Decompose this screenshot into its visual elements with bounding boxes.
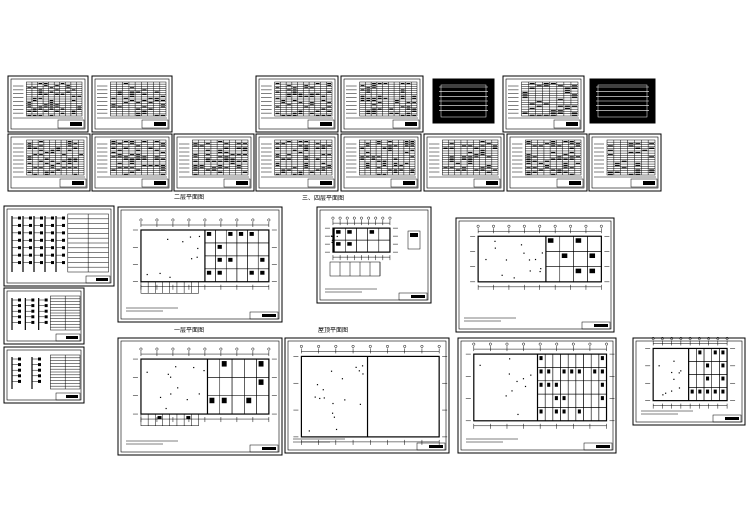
plan-title-third-fourth-floor: 三、四层平面图 — [302, 195, 345, 202]
sheet-schedule-1 — [7, 75, 89, 133]
sheet-system-diagram-3 — [3, 346, 85, 404]
sheet-schedule-5 — [502, 75, 585, 133]
sheet-schedule-6 — [7, 133, 91, 192]
plan-title-roof-floor: 屋顶平面图 — [318, 327, 349, 334]
sheet-detail-plan — [632, 336, 746, 426]
sheet-legend-dark-1 — [432, 78, 495, 124]
sheet-roof-floor-plan — [284, 337, 450, 454]
sheet-schedule-4 — [340, 75, 424, 133]
plan-title-second-floor: 二层平面图 — [174, 194, 205, 201]
sheet-first-floor-plan — [117, 337, 283, 456]
sheet-system-diagram-1 — [3, 205, 115, 287]
sheet-schedule-7 — [91, 133, 173, 192]
sheet-schedule-10 — [340, 133, 422, 192]
sheet-schedule-9 — [255, 133, 339, 192]
sheet-schedule-11 — [423, 133, 505, 192]
sheet-lighting-plan-upper — [455, 217, 615, 333]
sheet-schedule-2 — [91, 75, 173, 133]
sheet-legend-dark-2 — [589, 78, 656, 124]
sheet-second-floor-plan — [117, 206, 283, 323]
sheet-schedule-12 — [506, 133, 588, 192]
sheet-schedule-8 — [173, 133, 255, 192]
plan-title-first-floor: 一层平面图 — [174, 327, 205, 334]
sheet-schedule-13 — [588, 133, 662, 192]
sheet-system-diagram-2 — [3, 287, 85, 345]
sheet-power-plan-lower — [457, 337, 617, 454]
sheet-third-fourth-floor-plan — [316, 206, 432, 304]
sheet-schedule-3 — [255, 75, 339, 133]
third-floor-stair-detail — [329, 230, 421, 277]
